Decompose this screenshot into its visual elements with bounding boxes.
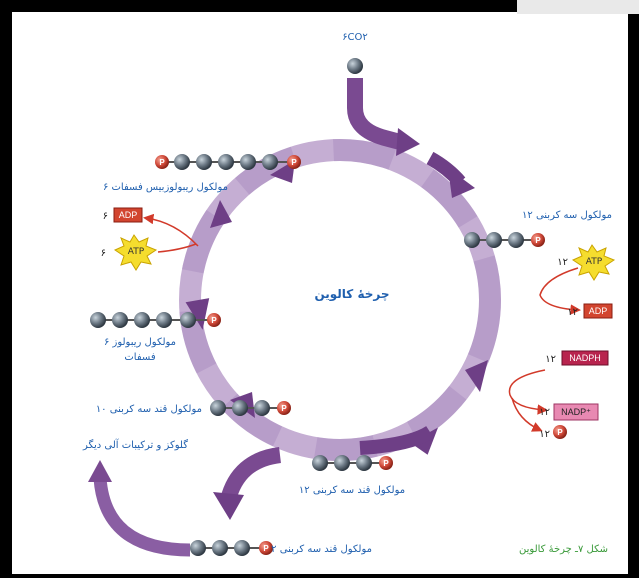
cycle-arrows	[185, 151, 488, 455]
co2-molecule	[347, 58, 363, 74]
svg-text:P: P	[557, 428, 563, 437]
svg-text:P: P	[291, 158, 297, 167]
svg-text:ATP: ATP	[128, 247, 145, 257]
atp-left-count: ۶	[101, 248, 106, 259]
co2-label: ۶CO۲	[342, 32, 368, 43]
nadph-count: ۱۲	[545, 354, 556, 365]
cycle-title: چرخهٔ کالوین	[314, 287, 389, 302]
atp-right-burst: ATP	[571, 244, 616, 281]
adp-left-box	[113, 207, 143, 223]
g3p-molecule: P	[312, 455, 393, 471]
svg-text:ADP: ADP	[119, 210, 138, 220]
svg-text:P: P	[281, 404, 287, 413]
svg-text:NADP⁺: NADP⁺	[561, 407, 591, 417]
pi-count: ۱۲	[539, 429, 550, 440]
svg-text:P: P	[159, 158, 165, 167]
adp-right-count: ۱۲	[567, 307, 578, 318]
nadp-box	[553, 403, 599, 421]
svg-text:P: P	[383, 459, 389, 468]
glucose-label: گلوکز و ترکیبات آلی دیگر	[82, 438, 188, 451]
pi-phosphate	[553, 425, 567, 439]
rubp-molecule: P P	[155, 154, 301, 170]
svg-text:P: P	[211, 316, 217, 325]
cycle-ring	[179, 139, 501, 461]
ru5p-label-1: ۶ مولکول ریبولوز	[104, 337, 176, 348]
svg-text:P: P	[535, 236, 541, 245]
co2-input-arrow	[347, 78, 403, 150]
figure-caption: شکل ۷ـ چرخهٔ کالوین	[519, 544, 608, 555]
pga-label: ۱۲ مولکول سه کربنی	[522, 210, 612, 221]
adp-left-count: ۶	[103, 211, 108, 222]
rubp-label: ۶ مولکول ریبولوزبیس فسفات	[103, 182, 228, 193]
svg-text:ADP: ADP	[589, 306, 608, 316]
nadph-box	[561, 350, 609, 366]
atp-left-burst: ATP	[113, 234, 158, 271]
sugar10-molecule: P	[210, 400, 291, 416]
ru5p-label-2: فسفات	[124, 352, 155, 363]
atp-right-count: ۱۲	[557, 257, 568, 268]
exit-sugar-molecule: P	[190, 540, 273, 556]
g3p-label: ۱۲ مولکول قند سه کربنی	[299, 485, 405, 496]
svg-text:ATP: ATP	[586, 257, 603, 267]
exit-arrow	[220, 447, 282, 503]
adp-right-box	[583, 303, 613, 319]
corner-shading	[517, 0, 639, 14]
glucose-output-arrow	[93, 477, 191, 557]
sugar10-label: ۱۰ مولکول قند سه کربنی	[96, 404, 202, 415]
ru5p-molecule: P	[90, 312, 221, 328]
svg-text:P: P	[263, 544, 269, 553]
exit-sugar-label: ۲ مولکول قند سه کربنی	[271, 544, 372, 555]
pga-molecule: P	[464, 232, 545, 248]
nadp-count: ۱۲	[539, 407, 550, 418]
svg-text:NADPH: NADPH	[569, 353, 601, 363]
